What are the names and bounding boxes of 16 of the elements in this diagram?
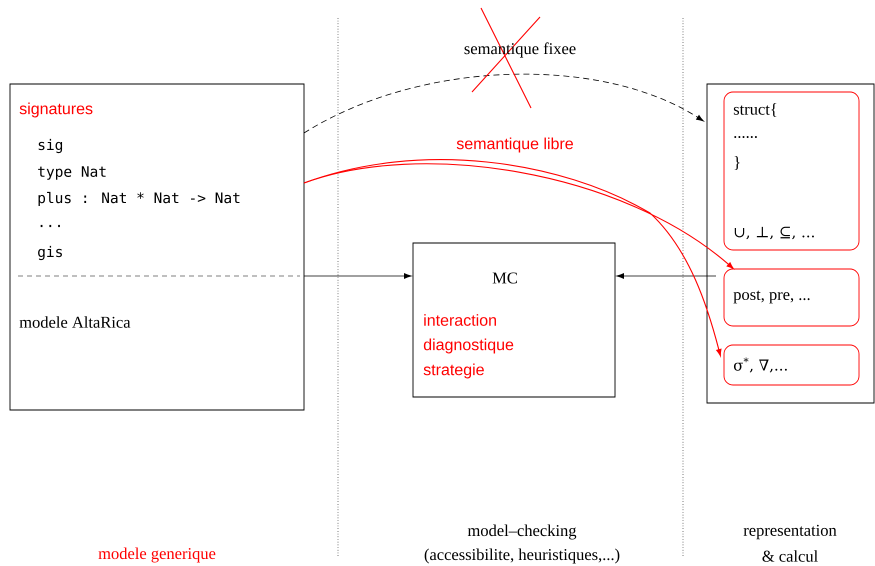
arrow	[616, 273, 716, 279]
model-box: signatures sig type Nat plus : Nat * Nat -> Nat ... gis modele AltaRica	[10, 84, 304, 410]
column-caption: model–checking	[468, 524, 576, 540]
panel-box	[706, 84, 874, 404]
arrow	[304, 273, 412, 279]
edge-label: semantique libre	[456, 138, 573, 152]
arrow	[304, 159, 722, 356]
column-caption: modele generique	[98, 548, 216, 562]
rounded-box: post, pre, ...	[724, 268, 860, 326]
rounded-box: struct{ ...... } ∪, ⊥, ⊆, ...	[724, 92, 860, 250]
column-caption: (accessibilite, heuristiques,...)	[424, 548, 620, 564]
column-caption: & calcul	[762, 550, 818, 562]
rounded-box: σ$^{*}$, ∇,...	[724, 344, 860, 386]
arrow	[304, 74, 704, 134]
column-caption: representation	[744, 524, 836, 540]
process-box: MC interaction diagnostique strategie	[412, 242, 616, 398]
